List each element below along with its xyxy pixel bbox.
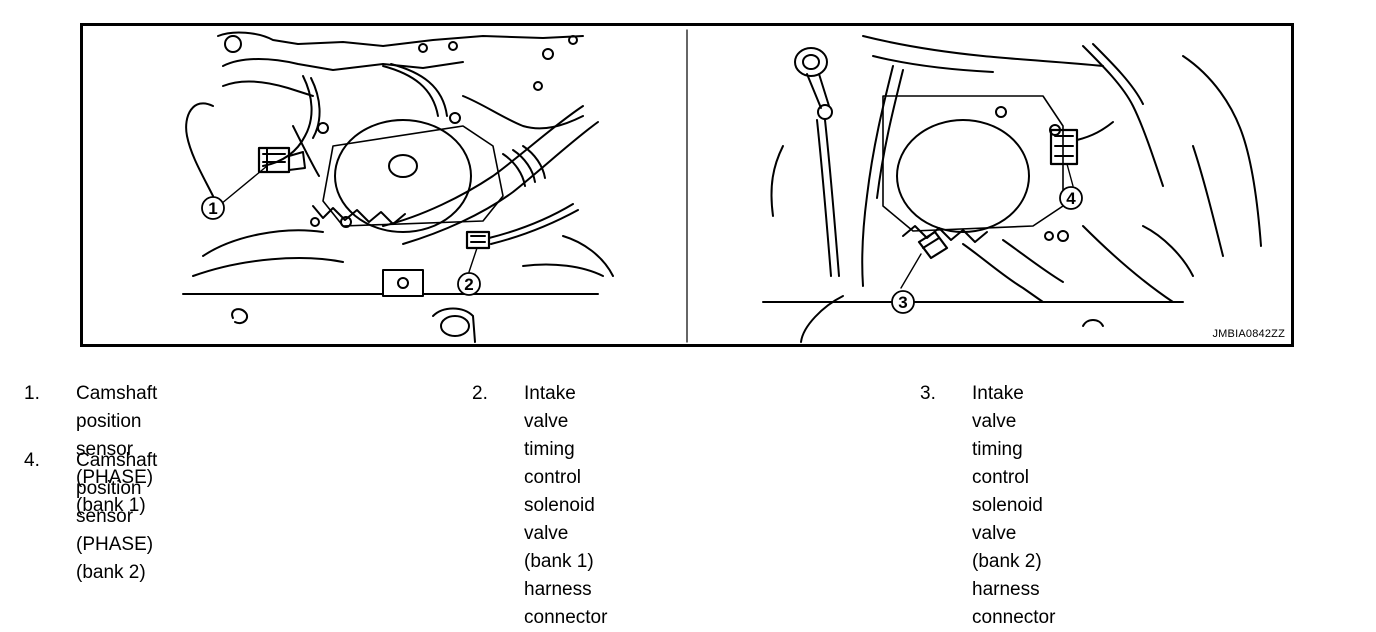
- engine-line-drawing: [182, 29, 1262, 343]
- legend-number: 3.: [920, 383, 936, 404]
- right-engine-view: [762, 35, 1262, 343]
- callout-2-label: 2: [464, 275, 473, 294]
- legend-number: 1.: [24, 383, 40, 404]
- callout-1: 1: [201, 196, 225, 220]
- legend-text: Intake valve timing control solenoid val…: [972, 383, 1056, 628]
- legend-number: 4.: [24, 450, 40, 471]
- legend-text: Camshaft position sensor (PHASE) (bank 1…: [76, 383, 158, 516]
- legend: 1. Camshaft position sensor (PHASE) (ban…: [0, 380, 1376, 628]
- legend-text: Camshaft position sensor (PHASE) (bank 2…: [76, 450, 158, 583]
- left-engine-view: [182, 31, 614, 343]
- figure-reference-code: JMBIA0842ZZ: [1212, 328, 1285, 340]
- legend-number: 2.: [472, 383, 488, 404]
- callout-2: 2: [457, 272, 481, 296]
- callout-4-label: 4: [1066, 189, 1076, 208]
- callout-3: 3: [891, 290, 915, 314]
- callout-1-label: 1: [208, 199, 217, 218]
- callout-3-label: 3: [898, 293, 907, 312]
- callout-layer: 1 2 3 4: [201, 186, 1083, 314]
- callout-4: 4: [1059, 186, 1083, 210]
- engine-illustration-figure: 1 2 3 4 JMBIA0842ZZ: [80, 23, 1294, 347]
- legend-text: Intake valve timing control solenoid val…: [524, 383, 608, 628]
